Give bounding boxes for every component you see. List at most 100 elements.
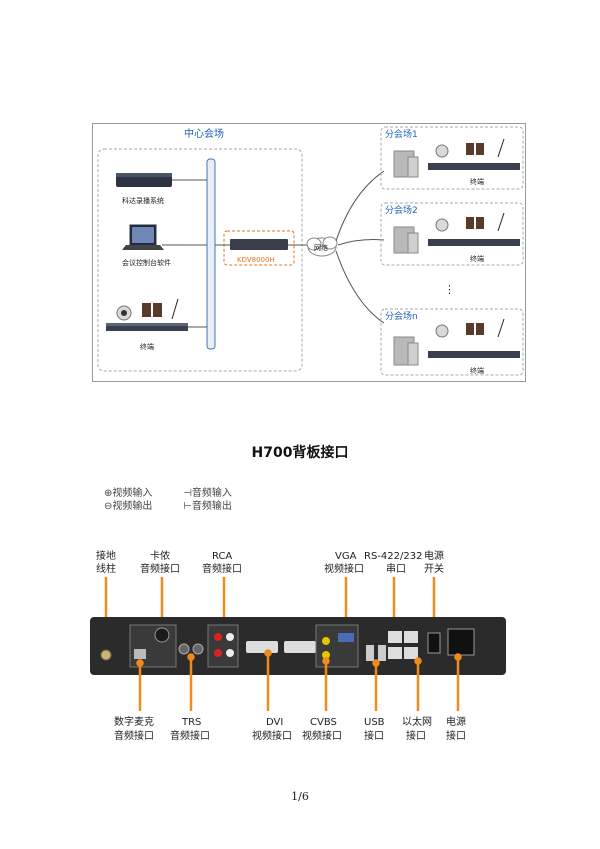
network-diagram: 中心会场 科达录播系统 会议控制台软件 终端 KDV8000H 网络 [92, 123, 526, 382]
label-dvi-line1: DVI [266, 717, 283, 728]
branch-building-2 [393, 226, 419, 254]
label-digital-mic-line1: 数字麦克 [114, 715, 154, 728]
network-cloud-icon [306, 236, 338, 257]
network-label: 网络 [314, 243, 328, 252]
rca-port-1 [214, 633, 222, 641]
mcu-box [223, 230, 295, 266]
label-rca-line2: 音频接口 [202, 562, 242, 575]
label-serial-line1: RS-422/232 [364, 551, 422, 562]
legend-row-1: ⊕ 视频输入 ⊣ 音频输入 [104, 487, 259, 500]
mic-xlr-module [129, 624, 177, 668]
branch-terminal-label-2: 终端 [470, 254, 484, 263]
rca-port-3 [214, 649, 222, 657]
lan-port-2 [388, 647, 402, 659]
branch-link-1 [335, 170, 385, 242]
center-terminal-label: 终端 [140, 342, 154, 351]
branch-link-n [335, 250, 385, 324]
video-out-icon: ⊖ [104, 501, 113, 512]
lan-port-3 [404, 647, 418, 659]
label-usb-line2: 接口 [364, 729, 384, 742]
legend-video-out: 视频输出 [112, 501, 153, 512]
control-laptop-icon [122, 224, 207, 250]
control-console-label: 会议控制台软件 [122, 258, 171, 267]
digital-mic-port [134, 649, 146, 659]
label-digital-mic-line2: 音频接口 [114, 729, 154, 742]
label-usb-line1: USB [364, 717, 385, 728]
trs-port-2 [192, 643, 204, 655]
branch-label-2: 分会场2 [385, 204, 418, 216]
rca-port-2 [226, 633, 234, 641]
audio-in-icon: ⊣ [183, 488, 192, 499]
branch-ellipsis: ⋮ [444, 283, 455, 296]
label-ethernet-line2: 接口 [406, 729, 426, 742]
legend-video-in: 视频输入 [112, 488, 153, 499]
port-legend: ⊕ 视频输入 ⊣ 音频输入 ⊖ 视频输出 ⊢ 音频输出 [104, 487, 259, 513]
branch-building-n [393, 336, 419, 366]
label-vga-line1: VGA [335, 551, 357, 562]
label-xlr-line2: 音频接口 [140, 562, 180, 575]
recording-system-label: 科达录播系统 [122, 196, 164, 205]
usb-port-1 [366, 645, 374, 661]
usb-port-2 [378, 645, 386, 661]
label-ethernet-line1: 以太网 [402, 715, 432, 728]
label-power-port-line1: 电源 [446, 715, 466, 728]
branch-label-1: 分会场1 [385, 128, 418, 140]
label-power-switch-line1: 电源 [424, 549, 444, 562]
vga-port [338, 633, 354, 642]
serial-port [388, 631, 402, 643]
lan-port-1 [404, 631, 418, 643]
label-rca-line1: RCA [212, 551, 232, 562]
page-number: 1/6 [291, 790, 309, 803]
branch-box-2 [380, 202, 524, 266]
center-terminal-equipment [106, 298, 207, 331]
label-xlr-line1: 卡侬 [150, 549, 170, 562]
trs-port-1 [178, 643, 190, 655]
video-in-icon: ⊕ [104, 488, 113, 499]
power-switch [427, 632, 441, 654]
label-power-port-line2: 接口 [446, 729, 466, 742]
mcu-device [230, 239, 288, 250]
branch-building-1 [393, 150, 419, 178]
branch-terminal-label-1: 终端 [470, 177, 484, 186]
branch-box-n [380, 308, 524, 376]
branch-terminal-2 [428, 212, 520, 246]
branch-terminal-n [428, 318, 520, 358]
network-bus [206, 158, 216, 350]
branch-link-2 [337, 239, 385, 246]
xlr-port [154, 627, 170, 643]
center-venue-label: 中心会场 [184, 127, 224, 140]
rca-port-4 [226, 649, 234, 657]
mcu-label: KDV8000H [237, 256, 275, 264]
cvbs-port-1 [322, 637, 330, 645]
branch-terminal-1 [428, 138, 520, 170]
label-ground-line2: 线柱 [96, 562, 116, 575]
label-ground-line1: 接地 [96, 549, 116, 562]
branch-terminal-label-n: 终端 [470, 366, 484, 375]
h700-back-panel-figure: 接地 线柱 卡侬 音频接口 RCA 音频接口 VGA 视频接口 RS-422/2… [90, 549, 506, 742]
label-cvbs-line1: CVBS [310, 717, 337, 728]
cvbs-port-2 [322, 651, 330, 659]
legend-audio-out: 音频输出 [191, 501, 232, 512]
bottom-callouts [136, 649, 462, 711]
label-power-switch-line2: 开关 [424, 562, 444, 575]
label-vga-line2: 视频接口 [324, 562, 364, 575]
label-cvbs-line2: 视频接口 [302, 729, 342, 742]
dvi-port-1 [246, 641, 278, 653]
ground-post [100, 649, 112, 661]
branch-label-n: 分会场n [385, 310, 418, 322]
label-serial-line2: 串口 [386, 563, 406, 575]
dvi-port-2 [284, 641, 316, 653]
label-trs-line2: 音频接口 [170, 729, 210, 742]
audio-out-icon: ⊢ [183, 501, 192, 512]
branch-box-1 [380, 126, 524, 190]
legend-audio-in: 音频输入 [191, 488, 232, 499]
label-dvi-line2: 视频接口 [252, 729, 292, 742]
diagram-frame [92, 123, 526, 382]
power-inlet [447, 628, 475, 656]
recording-system-device [116, 173, 207, 187]
section-title: H700背板接口 [251, 445, 349, 461]
label-trs-line1: TRS [181, 717, 201, 728]
center-venue-box [97, 148, 303, 372]
rca-module [207, 624, 239, 668]
legend-row-2: ⊖ 视频输出 ⊢ 音频输出 [104, 500, 259, 513]
